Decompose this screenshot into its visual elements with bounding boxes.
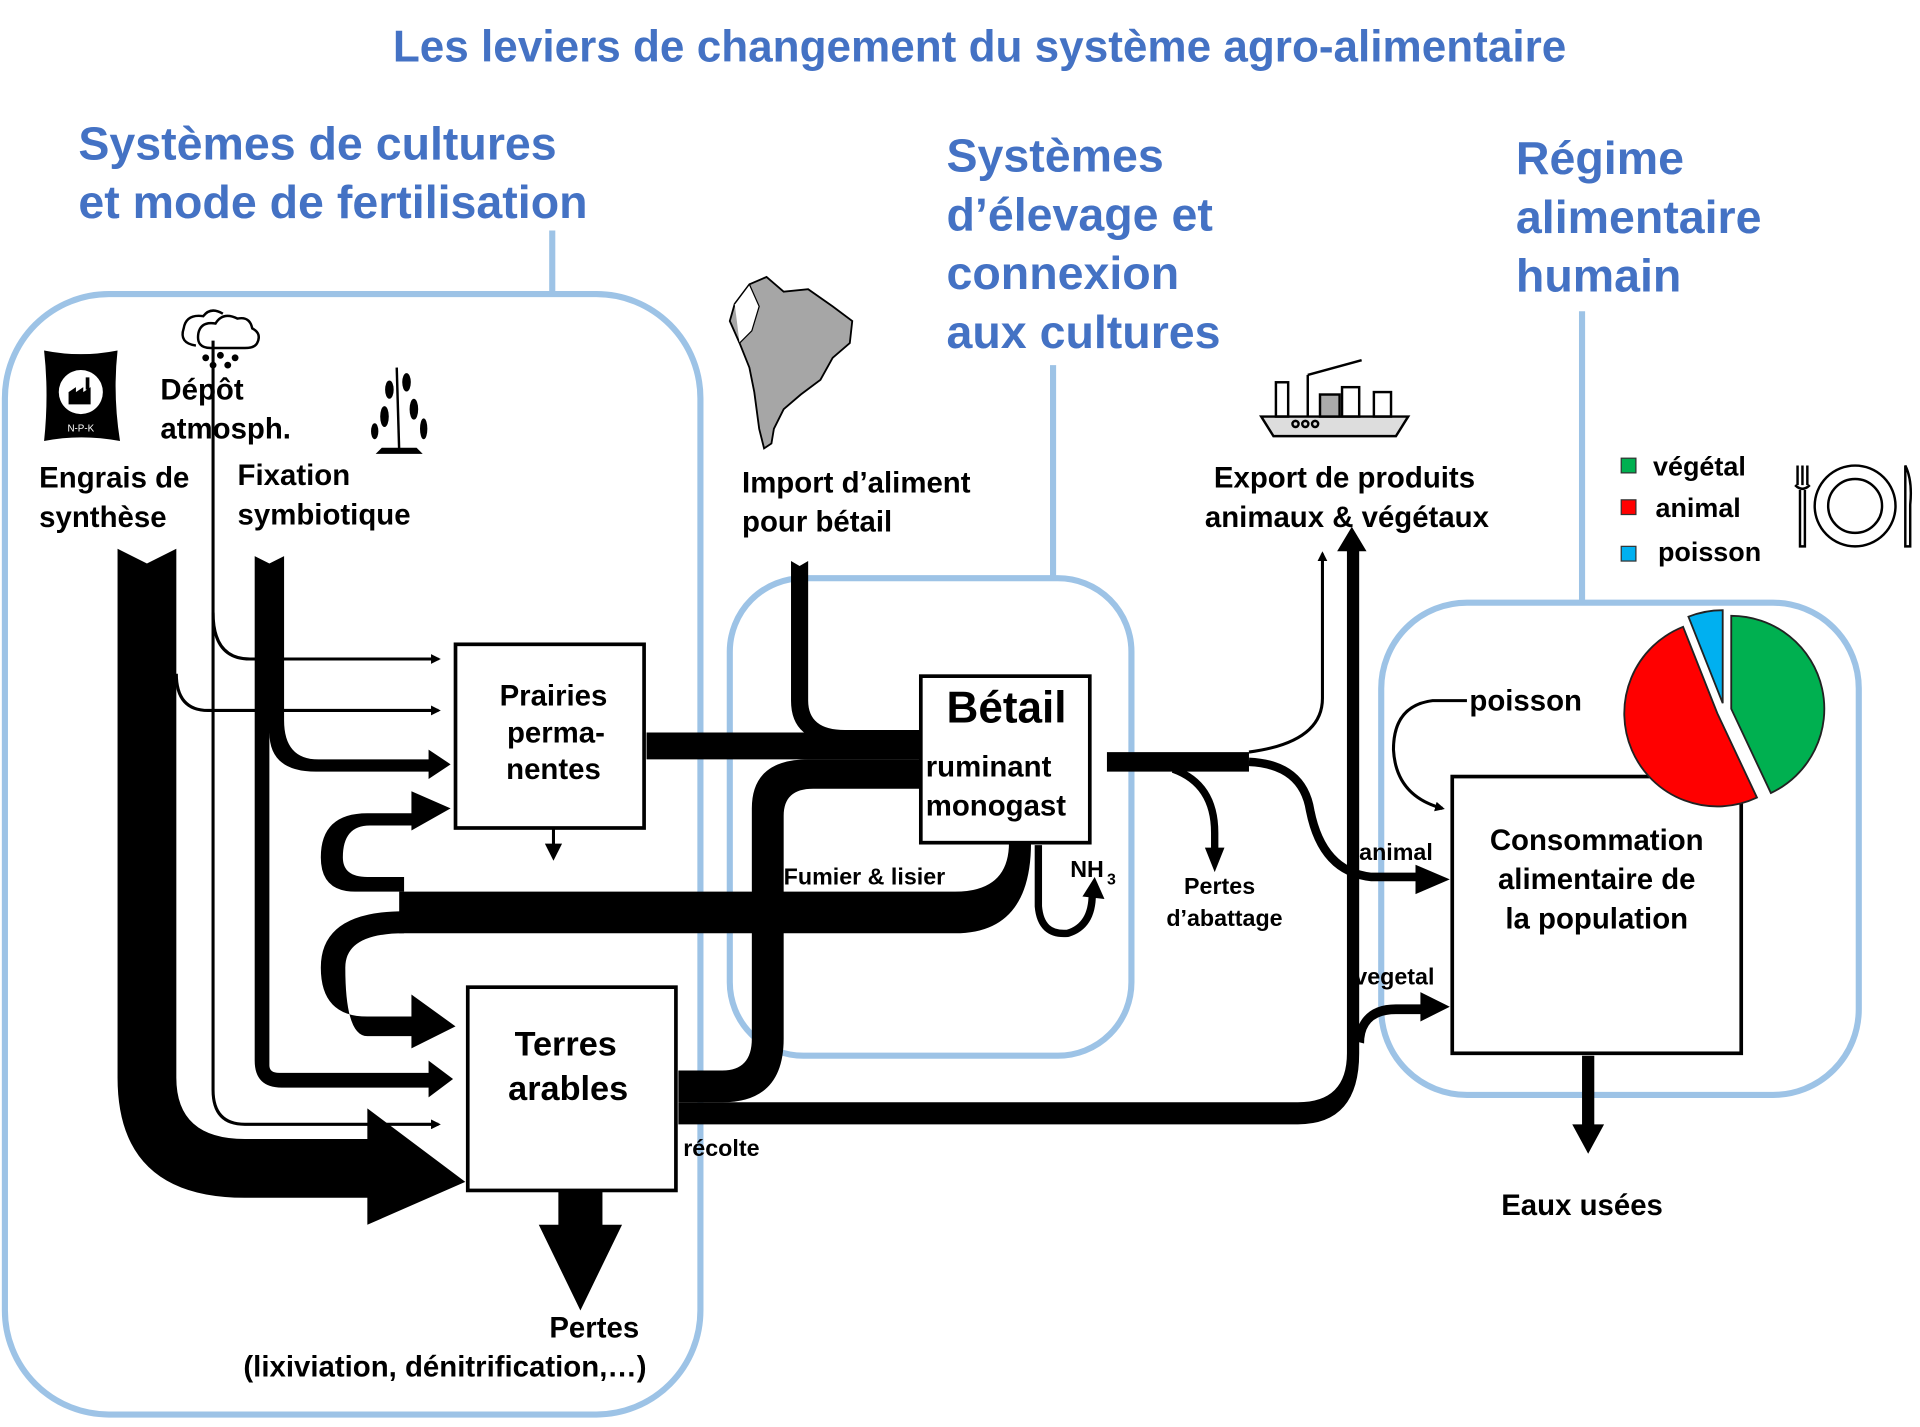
svg-text:ruminant: ruminant [926, 751, 1052, 784]
svg-text:Engrais de: Engrais de [39, 462, 189, 495]
fertilizer-flow [117, 548, 466, 1225]
pie-slice-vegetal [1730, 614, 1826, 795]
legend-swatch-vegetal [1620, 457, 1637, 474]
animal-export-flow [1248, 551, 1328, 754]
svg-text:animal: animal [1656, 493, 1741, 523]
svg-text:Consommation: Consommation [1490, 824, 1704, 857]
manure-loop-flows [320, 791, 1032, 1049]
svg-text:Bétail: Bétail [947, 684, 1067, 733]
svg-text:animaux & végétaux: animaux & végétaux [1205, 501, 1490, 534]
animal-arrowhead [1415, 864, 1450, 895]
svg-text:connexion: connexion [947, 247, 1180, 299]
vegetal-flow [1354, 992, 1450, 1044]
slaughter-loss-label: Pertes d’abattage [1166, 873, 1282, 931]
pie-slice-animal [1623, 625, 1759, 808]
fixation-flow [254, 556, 454, 1098]
svg-text:3: 3 [1107, 871, 1116, 888]
svg-text:Pertes: Pertes [549, 1311, 639, 1344]
svg-text:Export de produits: Export de produits [1214, 462, 1475, 495]
lever-diet-title: Régime alimentaire humain [1516, 132, 1762, 302]
manure-label: Fumier & lisier [784, 863, 946, 889]
svg-text:d’élevage et: d’élevage et [947, 188, 1213, 240]
poisson-label: poisson [1469, 684, 1582, 717]
livestock-frame [726, 575, 1135, 1059]
page-title: Les leviers de changement du système agr… [393, 22, 1566, 71]
svg-text:N-P-K: N-P-K [67, 423, 94, 434]
crops-frame [1, 291, 704, 1418]
terres-arables-box[interactable]: Terres arables [465, 985, 678, 1193]
deposition-flow [174, 340, 441, 1130]
leaching-loss-arrow [538, 1190, 623, 1311]
svg-text:Pertes: Pertes [1184, 873, 1255, 899]
svg-text:Systèmes de cultures: Systèmes de cultures [78, 117, 556, 169]
svg-text:alimentaire: alimentaire [1516, 191, 1762, 243]
svg-text:Systèmes: Systèmes [947, 130, 1164, 182]
svg-text:nentes: nentes [506, 753, 601, 786]
svg-text:synthèse: synthèse [39, 501, 166, 534]
harvest-label: récolte [683, 1135, 759, 1161]
nh3-label: NH 3 [1070, 856, 1116, 888]
svg-text:humain: humain [1516, 250, 1681, 302]
svg-text:arables: arables [508, 1070, 628, 1108]
svg-text:Terres: Terres [515, 1026, 617, 1064]
legend-swatch-poisson [1620, 545, 1637, 562]
south-america-map-icon [728, 275, 854, 450]
leaching-loss-label: Pertes (lixiviation, dénitrification,…) [243, 1311, 646, 1383]
svg-text:la population: la population [1505, 902, 1688, 935]
betail-output-flow [1106, 752, 1249, 772]
svg-text:Fixation: Fixation [238, 459, 351, 492]
prairies-box[interactable]: Prairies perma- nentes [453, 642, 646, 830]
svg-text:et mode de fertilisation: et mode de fertilisation [78, 176, 587, 228]
pie-slice-poisson [1687, 609, 1724, 704]
deposition-label: Dépôt atmosph. [160, 373, 291, 445]
legend-swatch-animal [1620, 499, 1637, 516]
wastewater-arrow [1572, 1055, 1605, 1154]
cargo-ship-icon [1259, 359, 1411, 438]
svg-text:Dépôt: Dépôt [160, 373, 243, 406]
svg-text:poisson: poisson [1658, 537, 1761, 567]
svg-text:d’abattage: d’abattage [1166, 905, 1282, 931]
diet-pie-chart [1623, 609, 1826, 808]
fixation-label: Fixation symbiotique [238, 459, 411, 531]
svg-text:perma-: perma- [507, 716, 605, 749]
svg-text:aux cultures: aux cultures [947, 306, 1221, 358]
diet-frame [1378, 599, 1862, 1098]
svg-text:Régime: Régime [1516, 132, 1684, 184]
svg-text:pour bétail: pour bétail [742, 506, 892, 539]
plate-cutlery-icon [1794, 464, 1913, 548]
nh3-arrowhead [1082, 876, 1105, 900]
betail-box[interactable]: Bétail ruminant monogast [918, 674, 1092, 845]
lever-livestock-title: Systèmes d’élevage et connexion aux cult… [947, 130, 1221, 358]
import-flow [791, 561, 921, 743]
slaughter-loss-flow [1171, 765, 1219, 851]
svg-text:(lixiviation, dénitrification,: (lixiviation, dénitrification,…) [243, 1351, 646, 1384]
svg-text:atmosph.: atmosph. [160, 413, 291, 446]
lever-crops-title: Systèmes de cultures et mode de fertilis… [78, 117, 587, 228]
svg-text:végétal: végétal [1653, 451, 1746, 481]
fertilizer-bag-icon: N-P-K [44, 350, 120, 442]
rain-cloud-icon [181, 309, 260, 369]
animal-label: animal [1359, 839, 1433, 865]
slaughter-loss-arrowhead [1204, 847, 1225, 873]
fertilizer-label: Engrais de synthèse [39, 462, 189, 534]
consommation-box[interactable]: Consommation alimentaire de la populatio… [1450, 774, 1744, 1056]
svg-text:monogast: monogast [926, 790, 1067, 823]
svg-text:Import d’aliment: Import d’aliment [742, 466, 971, 499]
svg-text:alimentaire de: alimentaire de [1498, 863, 1696, 896]
svg-text:symbiotique: symbiotique [238, 498, 411, 531]
legume-plant-icon [371, 367, 428, 454]
poisson-flow [1391, 699, 1467, 812]
export-label: Export de produits animaux & végétaux [1205, 462, 1490, 534]
import-label: Import d’aliment pour bétail [742, 466, 971, 538]
wastewater-label: Eaux usées [1501, 1189, 1663, 1222]
nh3-flow [1034, 845, 1096, 938]
svg-text:NH: NH [1070, 856, 1104, 882]
vegetal-label: vegetal [1354, 964, 1434, 990]
animal-to-consumption-flow [1248, 757, 1421, 882]
svg-text:Prairies: Prairies [500, 680, 608, 713]
pie-legend: végétal animal poisson [1620, 451, 1761, 567]
